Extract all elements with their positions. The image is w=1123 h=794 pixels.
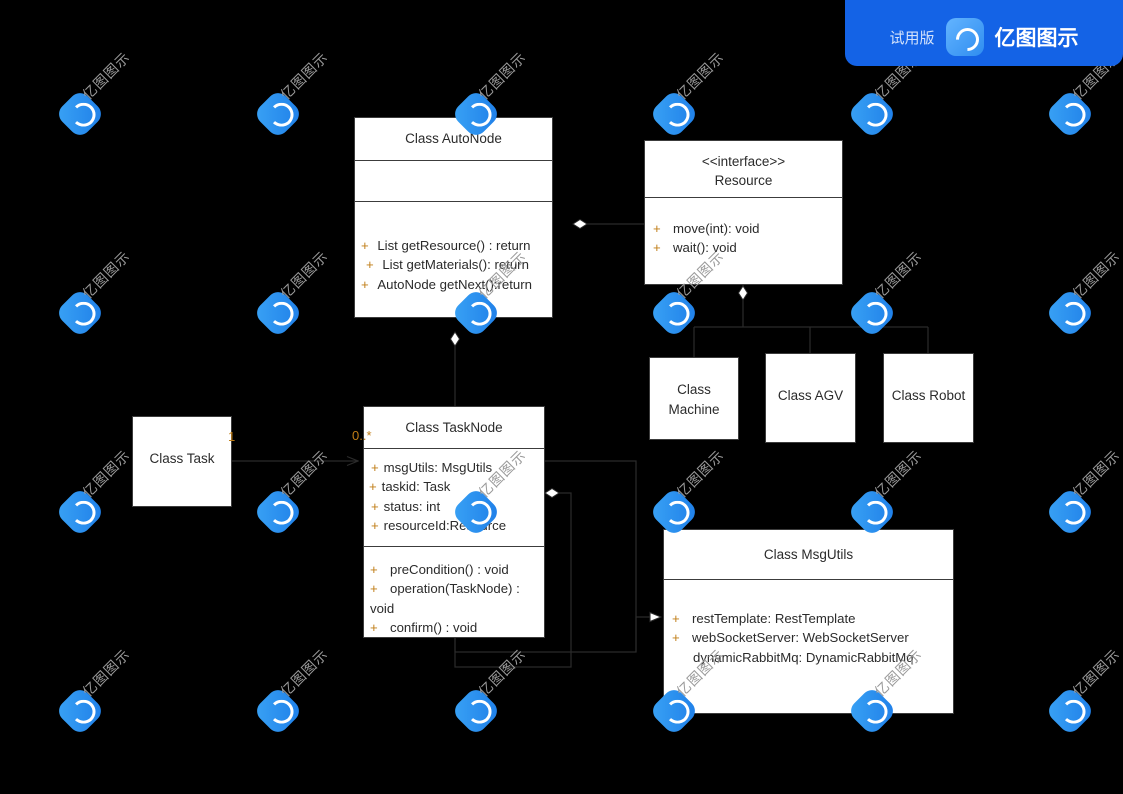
class-box-task[interactable]: Class Task: [132, 416, 232, 507]
class-methods-autonode: + List getResource() : return + List get…: [355, 201, 552, 318]
member-text: List getResource() : return: [377, 238, 531, 253]
trial-label: 试用版: [889, 28, 935, 47]
class-attributes-msgutils: + restTemplate: RestTemplate + webSocket…: [664, 579, 953, 715]
member-text: status: int: [383, 498, 441, 514]
class-box-resource[interactable]: <<interface>> Resource + move(int): void…: [644, 140, 843, 285]
member-text: List getMaterials(): return: [382, 257, 529, 273]
member-row: + wait(): void: [653, 238, 842, 257]
class-methods-tasknode: + preCondition() : void + operation(Task…: [364, 546, 544, 639]
member-row: + operation(TaskNode) : void: [370, 579, 544, 618]
member-row: + AutoNode getNext():return: [361, 275, 552, 294]
class-box-tasknode[interactable]: Class TaskNode + msgUtils: MsgUtils + ta…: [363, 406, 545, 638]
class-title-tasknode: Class TaskNode: [405, 420, 503, 435]
member-row: + restTemplate: RestTemplate: [672, 609, 953, 628]
member-row: + move(int): void: [653, 219, 842, 238]
member-row: + preCondition() : void: [370, 560, 544, 579]
class-title-machine: Class Machine: [668, 382, 720, 417]
brand-name: 亿图图示: [994, 26, 1079, 50]
member-row: dynamicRabbitMq: DynamicRabbitMq: [672, 648, 953, 667]
member-text: taskid: Task: [381, 479, 451, 495]
member-text: operation(TaskNode) : void: [370, 581, 524, 616]
class-title-agv: Class AGV: [777, 388, 844, 403]
member-text: move(int): void: [673, 221, 760, 236]
member-row: + List getResource() : return: [361, 236, 552, 255]
member-row: + List getMaterials(): return: [361, 255, 552, 274]
visibility-public-icon: +: [366, 257, 374, 273]
class-box-robot[interactable]: Class Robot: [883, 353, 974, 443]
trial-badge-content: 试用版 亿图图示: [889, 18, 1079, 56]
visibility-public-icon: +: [371, 517, 379, 533]
visibility-public-icon: +: [370, 619, 378, 635]
visibility-public-icon: +: [672, 611, 680, 626]
visibility-public-icon: +: [653, 240, 661, 256]
class-box-machine[interactable]: Class Machine: [649, 357, 739, 440]
class-box-agv[interactable]: Class AGV: [765, 353, 856, 443]
member-text: AutoNode getNext():return: [377, 276, 532, 292]
member-row: + msgUtils: MsgUtils: [371, 458, 544, 477]
visibility-public-icon: +: [361, 238, 369, 253]
visibility-public-icon: +: [371, 498, 379, 514]
multiplicity-target: 0..*: [352, 428, 372, 443]
member-text: wait(): void: [673, 240, 737, 256]
member-row: + webSocketServer: WebSocketServer: [672, 628, 953, 647]
member-row: + taskid: Task: [369, 477, 544, 496]
class-title-resource: <<interface>> Resource: [701, 154, 786, 188]
member-text: webSocketServer: WebSocketServer: [692, 630, 909, 646]
member-row: + confirm() : void: [370, 618, 544, 637]
multiplicity-source: 1: [228, 429, 236, 444]
edraw-logo-icon: [945, 18, 984, 56]
edge-tasknode-msgutils: [454, 460, 661, 653]
visibility-public-icon: +: [672, 630, 680, 646]
member-text: restTemplate: RestTemplate: [692, 611, 856, 626]
member-row: + resourceId:Resource: [371, 516, 544, 535]
trial-badge[interactable]: 试用版 亿图图示: [845, 0, 1123, 66]
member-text: dynamicRabbitMq: DynamicRabbitMq: [693, 649, 914, 665]
class-title-robot: Class Robot: [891, 388, 966, 403]
visibility-public-icon: +: [361, 276, 369, 292]
class-title-autonode: Class AutoNode: [405, 131, 502, 146]
member-text: resourceId:Resource: [383, 517, 507, 533]
class-attributes-tasknode: + msgUtils: MsgUtils + taskid: Task + st…: [364, 448, 544, 546]
visibility-public-icon: +: [371, 460, 379, 475]
class-title-msgutils: Class MsgUtils: [763, 547, 854, 562]
member-row: + status: int: [371, 497, 544, 516]
visibility-public-icon: +: [653, 221, 661, 236]
visibility-public-icon: +: [370, 562, 378, 577]
member-text: preCondition() : void: [390, 562, 509, 577]
class-box-msgutils[interactable]: Class MsgUtils + restTemplate: RestTempl…: [663, 529, 954, 714]
visibility-public-icon: +: [369, 479, 377, 495]
class-methods-resource: + move(int): void + wait(): void: [645, 197, 842, 286]
edge-tasknode-self: [454, 487, 572, 668]
class-attributes-autonode: [355, 160, 552, 201]
member-text: confirm() : void: [390, 619, 478, 635]
visibility-public-icon: +: [370, 581, 378, 597]
member-text: msgUtils: MsgUtils: [383, 460, 493, 475]
class-title-task: Class Task: [149, 451, 215, 466]
class-box-autonode[interactable]: Class AutoNode + List getResource() : re…: [354, 117, 553, 318]
edge-resource-subclasses: [693, 285, 929, 357]
